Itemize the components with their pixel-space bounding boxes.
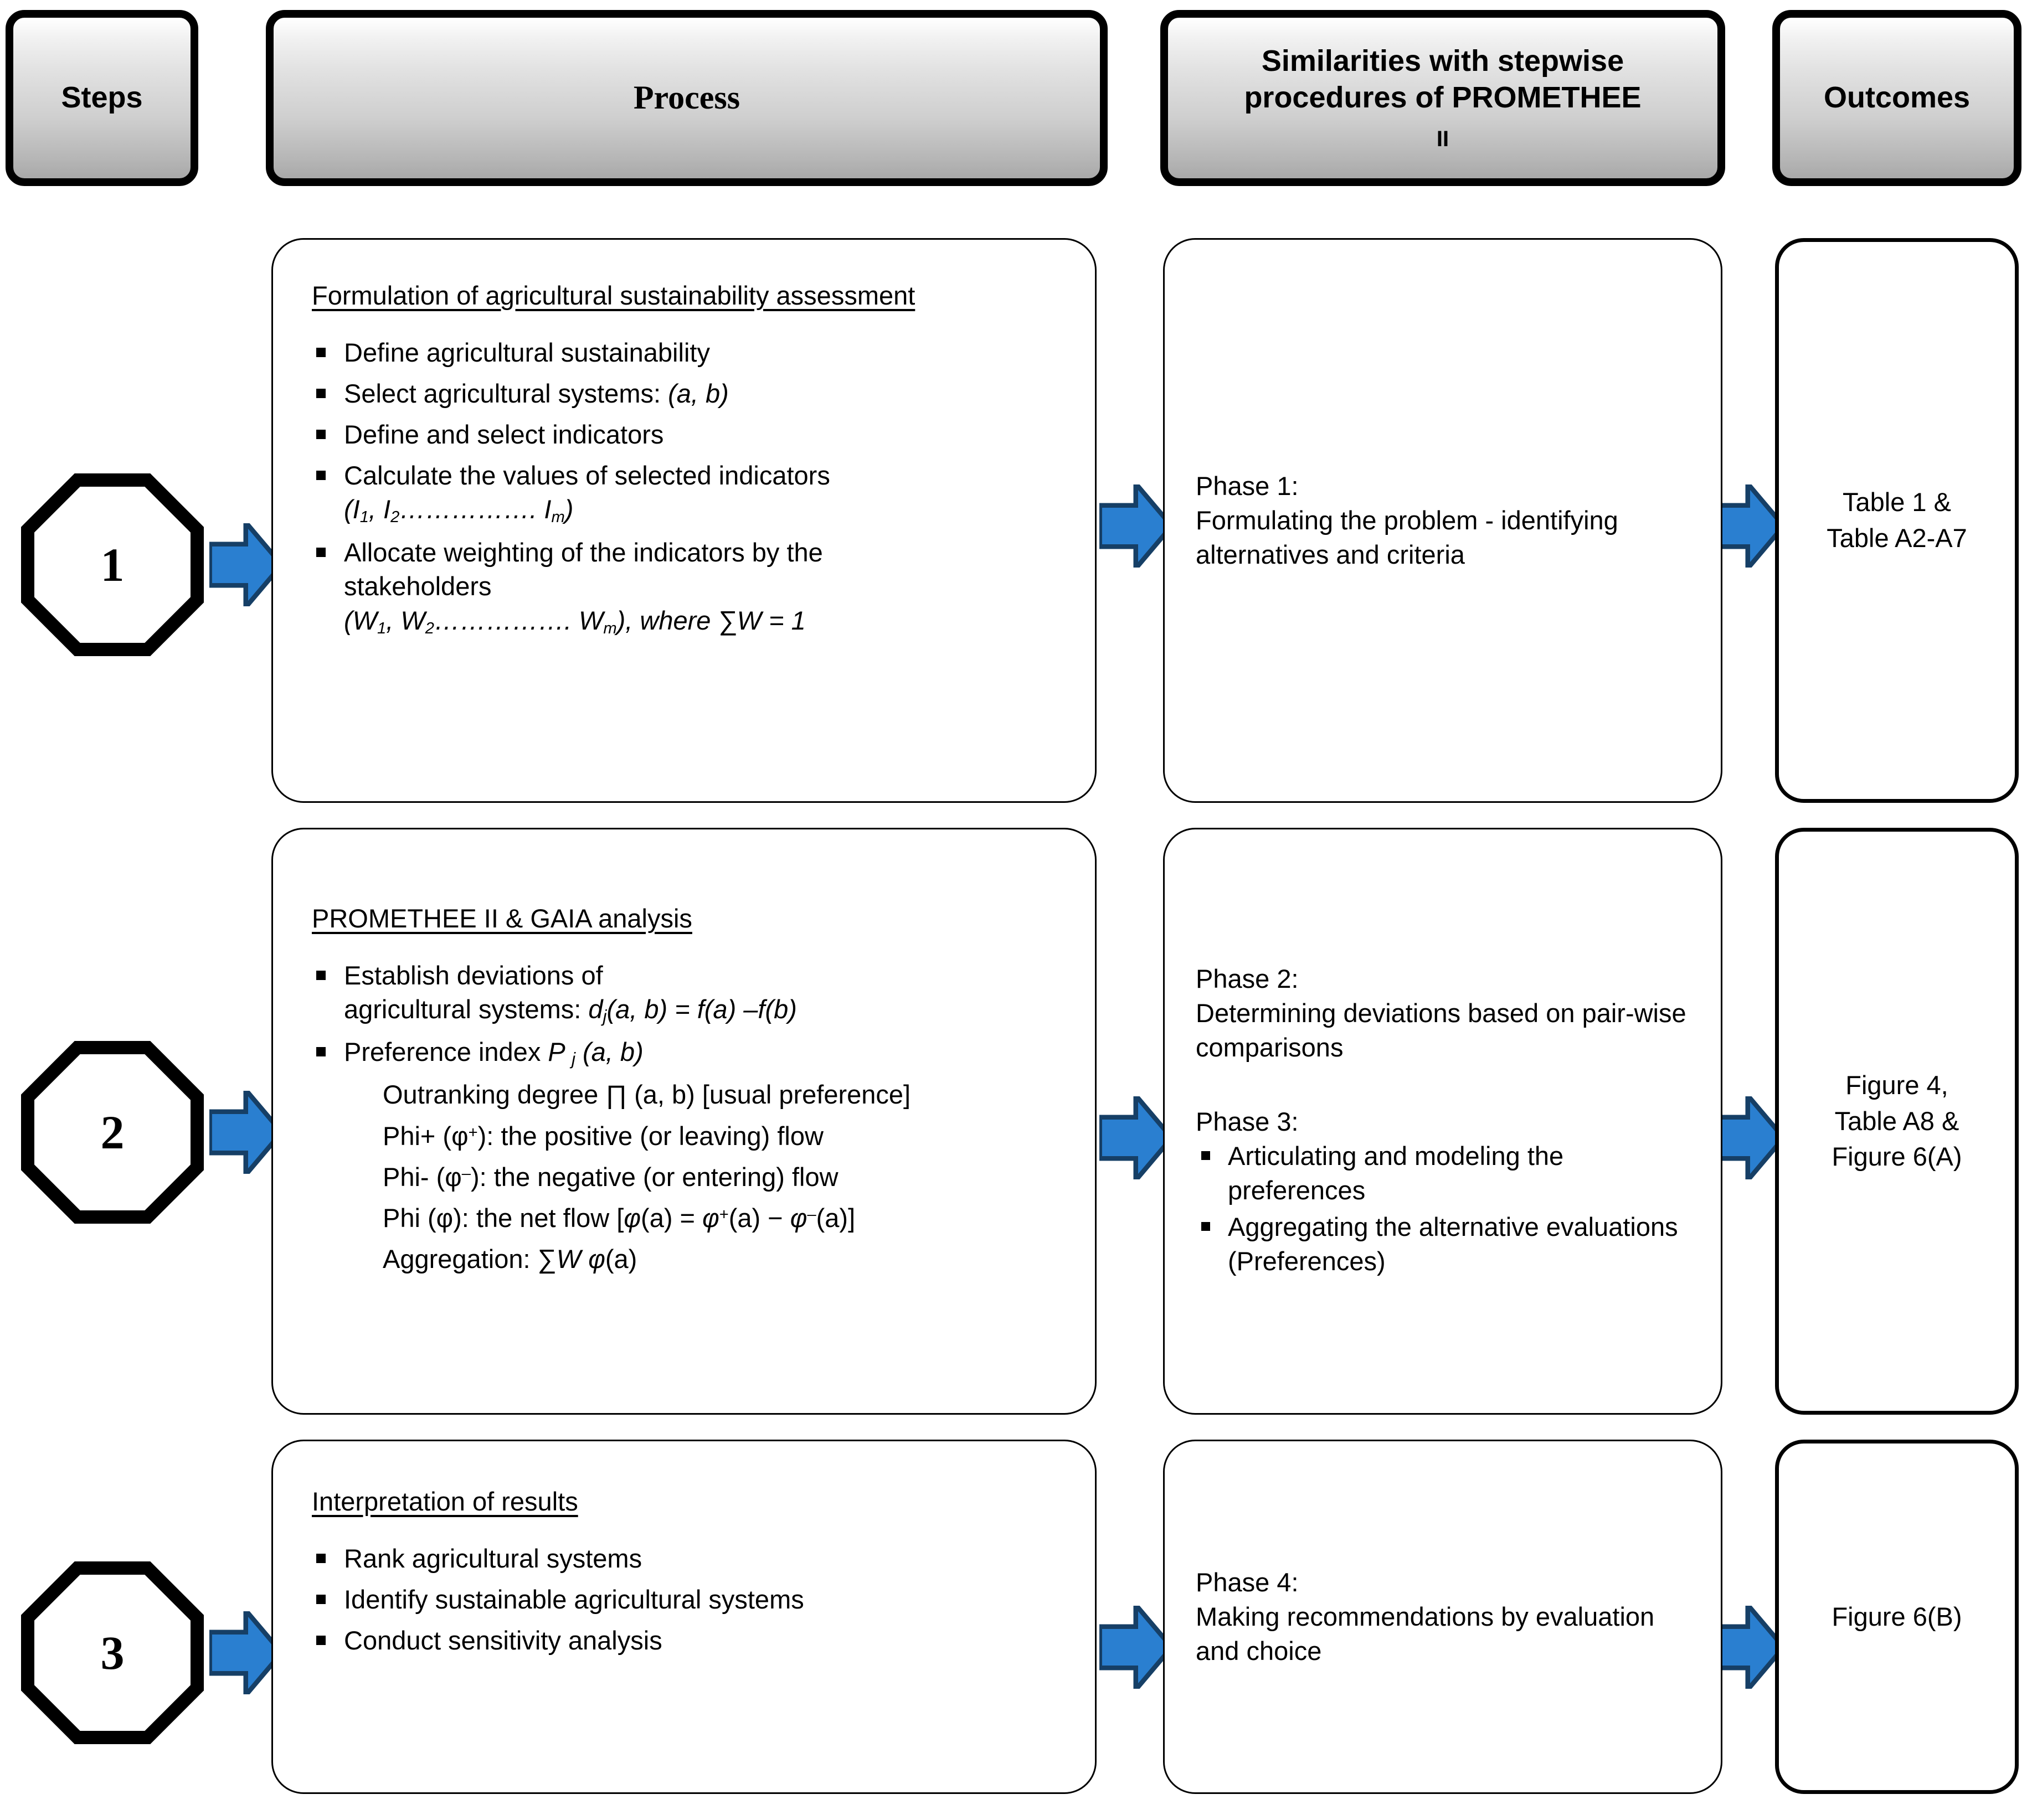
phase-4-label: Phase 4: bbox=[1196, 1567, 1299, 1597]
process-box-step2-body: PROMETHEE II & GAIA analysis Establish d… bbox=[273, 829, 1095, 1295]
phase-box-4-body: Phase 4: Making recommendations by evalu… bbox=[1165, 1441, 1721, 1792]
process-box-step3-body: Interpretation of results Rank agricultu… bbox=[273, 1441, 1095, 1675]
outcome-box-3-body: Figure 6(B) bbox=[1779, 1443, 2015, 1790]
outcome-1-line1: Table 1 & bbox=[1843, 487, 1951, 517]
process-box-step2-title: PROMETHEE II & GAIA analysis bbox=[312, 904, 692, 933]
process-step1-bullet-3: Calculate the values of selected indicat… bbox=[344, 461, 830, 491]
process-step1-weight-formula: (W1, W2……………. Wm), where ∑W = 1 bbox=[344, 605, 806, 637]
process-step3-bullet-2: Conduct sensitivity analysis bbox=[344, 1626, 662, 1656]
outcome-box-1-body: Table 1 & Table A2-A7 bbox=[1779, 242, 2015, 799]
outcome-2-line2: Table A8 & bbox=[1834, 1106, 1959, 1136]
phase-box-2-body: Phase 2: Determining deviations based on… bbox=[1165, 829, 1721, 1413]
arrow-right-process-to-phase2 bbox=[1099, 1096, 1171, 1179]
process-box-step1-body: Formulation of agricultural sustainabili… bbox=[273, 240, 1095, 657]
process-step1-bullet-0: Define agricultural sustainability bbox=[344, 338, 710, 368]
list-item: Define and select indicators bbox=[312, 417, 1069, 451]
header-process: Process bbox=[266, 10, 1108, 186]
phase-3-label: Phase 3: bbox=[1196, 1106, 1299, 1136]
step-octagon-3-number: 3 bbox=[34, 1575, 191, 1731]
process-step2-subline-1: Phi+ (φ+): the positive (or leaving) flo… bbox=[383, 1121, 824, 1151]
header-similarities-label: Similarities with stepwise procedures of… bbox=[1244, 44, 1642, 114]
process-step3-bullet-0: Rank agricultural systems bbox=[344, 1544, 642, 1574]
outcome-3-text: Figure 6(B) bbox=[1832, 1599, 1962, 1635]
list-item: Preference index P j (a, b) bbox=[312, 1035, 1069, 1070]
list-item: Select agricultural systems: (a, b) bbox=[312, 377, 1069, 410]
phase-2-text: Determining deviations based on pair-wis… bbox=[1196, 998, 1686, 1062]
list-item: Calculate the values of selected indicat… bbox=[312, 458, 1069, 528]
process-step3-bullet-1: Identify sustainable agricultural system… bbox=[344, 1585, 804, 1615]
process-box-step3-title: Interpretation of results bbox=[312, 1487, 578, 1516]
list-item: Identify sustainable agricultural system… bbox=[312, 1582, 1069, 1616]
outcome-box-1: Table 1 & Table A2-A7 bbox=[1775, 238, 2019, 803]
process-box-step1-title: Formulation of agricultural sustainabili… bbox=[312, 281, 915, 310]
outcome-1-line2: Table A2-A7 bbox=[1827, 523, 1967, 553]
process-box-step1: Formulation of agricultural sustainabili… bbox=[271, 238, 1097, 803]
process-step2-subline-3: Phi (φ): the net flow [φ(a) = φ+(a) − φ–… bbox=[383, 1203, 856, 1233]
outcome-box-2: Figure 4, Table A8 & Figure 6(A) bbox=[1775, 828, 2019, 1415]
outcome-box-3: Figure 6(B) bbox=[1775, 1440, 2019, 1794]
phase-3-block: Phase 3: Articulating and modeling the p… bbox=[1196, 1105, 1699, 1281]
outcome-2-line3: Figure 6(A) bbox=[1832, 1142, 1962, 1172]
phase-3-bullet-1: Aggregating the alternative evaluations … bbox=[1228, 1212, 1678, 1276]
header-steps-label: Steps bbox=[61, 81, 143, 115]
step-octagon-1-number: 1 bbox=[34, 487, 191, 643]
process-box-step1-list: Define agricultural sustainability Selec… bbox=[312, 336, 1069, 639]
phase-1-block: Phase 1: Formulating the problem - ident… bbox=[1196, 469, 1699, 572]
process-box-step2: PROMETHEE II & GAIA analysis Establish d… bbox=[271, 828, 1097, 1415]
outcome-2-text: Figure 4, Table A8 & Figure 6(A) bbox=[1832, 1068, 1962, 1175]
list-item: Aggregating the alternative evaluations … bbox=[1196, 1210, 1699, 1278]
step-octagon-3: 3 bbox=[21, 1561, 204, 1744]
phase-box-1-body: Phase 1: Formulating the problem - ident… bbox=[1165, 240, 1721, 801]
outcome-box-2-body: Figure 4, Table A8 & Figure 6(A) bbox=[1779, 832, 2015, 1411]
outcome-3-line1: Figure 6(B) bbox=[1832, 1601, 1962, 1631]
outcome-1-text: Table 1 & Table A2-A7 bbox=[1827, 484, 1967, 556]
step-octagon-2-number: 2 bbox=[34, 1054, 191, 1210]
phase-1-label: Phase 1: bbox=[1196, 471, 1299, 501]
list-item: Articulating and modeling the preference… bbox=[1196, 1139, 1699, 1208]
phase-box-4: Phase 4: Making recommendations by evalu… bbox=[1163, 1440, 1722, 1794]
phase-2-label: Phase 2: bbox=[1196, 963, 1299, 993]
header-steps: Steps bbox=[6, 10, 198, 186]
list-item: Allocate weighting of the indicators by … bbox=[312, 535, 1069, 639]
process-step2-bullet-1: Establish deviations of bbox=[344, 961, 603, 991]
process-box-step3: Interpretation of results Rank agricultu… bbox=[271, 1440, 1097, 1794]
header-outcomes-label: Outcomes bbox=[1823, 81, 1971, 115]
phase-box-2: Phase 2: Determining deviations based on… bbox=[1163, 828, 1722, 1415]
list-item: Conduct sensitivity analysis bbox=[312, 1623, 1069, 1657]
arrow-right-process-to-phase4 bbox=[1099, 1606, 1171, 1689]
step-octagon-1: 1 bbox=[21, 473, 204, 656]
phase-4-text: Making recommendations by evaluation and… bbox=[1196, 1601, 1655, 1666]
outcome-2-line1: Figure 4, bbox=[1845, 1070, 1948, 1100]
header-outcomes: Outcomes bbox=[1772, 10, 2021, 186]
header-process-label: Process bbox=[633, 79, 740, 116]
arrow-right-step2-to-process bbox=[209, 1091, 281, 1174]
arrow-right-step3-to-process bbox=[209, 1611, 281, 1694]
process-box-step3-list: Rank agricultural systems Identify susta… bbox=[312, 1541, 1069, 1657]
process-step2-subline-2: Phi- (φ–): the negative (or entering) fl… bbox=[383, 1162, 838, 1192]
header-similarities-roman: II bbox=[1436, 127, 1449, 152]
phase-3-list: Articulating and modeling the preference… bbox=[1196, 1139, 1699, 1278]
list-item: Establish deviations of agricultural sys… bbox=[312, 958, 1069, 1028]
process-step2-subline-4: Aggregation: ∑W φ(a) bbox=[383, 1244, 637, 1274]
arrow-right-process-to-phase1 bbox=[1099, 484, 1171, 568]
phase-2-block: Phase 2: Determining deviations based on… bbox=[1196, 962, 1699, 1065]
list-item: Rank agricultural systems bbox=[312, 1541, 1069, 1575]
phase-1-text: Formulating the problem - identifying al… bbox=[1196, 505, 1618, 570]
phase-3-bullet-0: Articulating and modeling the preference… bbox=[1228, 1141, 1564, 1205]
phase-spacer bbox=[1196, 1065, 1699, 1105]
process-step1-bullet-2: Define and select indicators bbox=[344, 420, 664, 450]
phase-box-1: Phase 1: Formulating the problem - ident… bbox=[1163, 238, 1722, 803]
process-step2-subline-0: Outranking degree ∏ (a, b) [usual prefer… bbox=[383, 1080, 911, 1110]
step-octagon-2: 2 bbox=[21, 1041, 204, 1224]
arrow-right-step1-to-process bbox=[209, 523, 281, 606]
process-step1-indicator-formula: (I1, I2……………. Im) bbox=[344, 494, 574, 527]
list-item: Define agricultural sustainability bbox=[312, 336, 1069, 369]
process-box-step2-list: Establish deviations of agricultural sys… bbox=[312, 958, 1069, 1070]
phase-4-block: Phase 4: Making recommendations by evalu… bbox=[1196, 1565, 1699, 1668]
process-step2-bullet-1-cont: agricultural systems: dj(a, b) = f(a) –f… bbox=[344, 994, 797, 1026]
header-similarities-wrap: Similarities with stepwise procedures of… bbox=[1180, 43, 1705, 153]
process-step1-bullet-4: Allocate weighting of the indicators by … bbox=[344, 538, 823, 601]
header-similarities: Similarities with stepwise procedures of… bbox=[1160, 10, 1725, 186]
